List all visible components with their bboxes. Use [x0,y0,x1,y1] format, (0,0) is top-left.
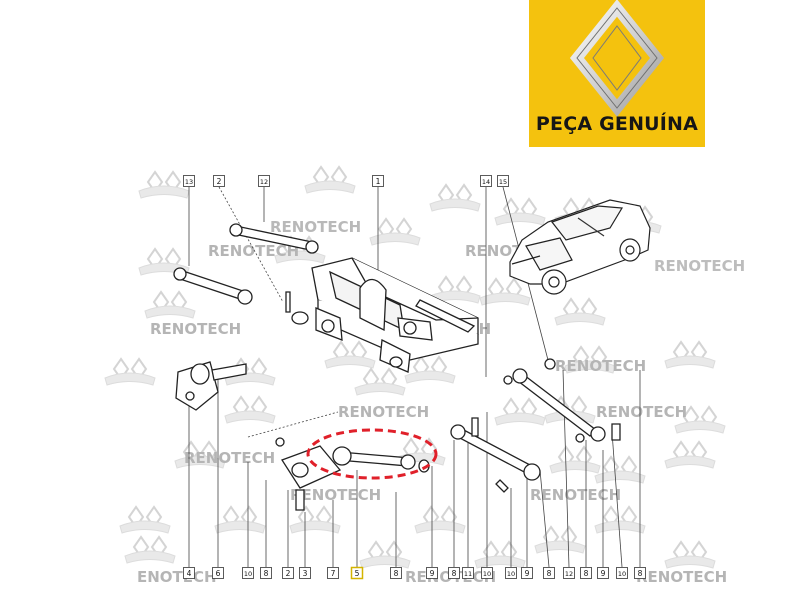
callout-9: 9 [521,567,533,579]
callout-label: 5 [355,569,360,578]
callout-label: 12 [565,570,573,578]
subframe-line-art [173,223,621,511]
callout-label: 8 [452,569,457,578]
callout-label: 4 [187,569,192,578]
callouts-top: 13 2 12 1 14 15 [183,175,509,187]
callout-label: 8 [394,569,399,578]
callout-label: 3 [303,569,308,578]
callout-10: 10 [481,567,493,579]
callout-7: 7 [327,567,339,579]
callout-9: 9 [597,567,609,579]
badge-text: PEÇA GENUÍNA [535,113,699,135]
watermark-text: RENOTECH [596,403,687,421]
callout-1: 1 [372,175,384,187]
callout-label: 10 [244,570,252,578]
watermark-text: RENOTECH [290,486,381,504]
watermark-text: RENOTECH [270,218,361,236]
callout-8: 8 [390,567,402,579]
car-thumbnail [509,199,651,295]
callout-label: 13 [185,178,193,186]
callout-11: 11 [462,567,474,579]
watermark-text: RENOTECH [636,568,727,586]
watermark-text: RENOTECH [654,257,745,275]
renault-diamond-logo-icon [569,0,665,117]
callouts-bottom: 4 6 10 8 2 3 7 5 8 9 8 11 10 10 9 8 12 8 9 10 8 [183,566,646,580]
watermark-text: RENOTECH [338,403,429,421]
callout-10: 10 [505,567,517,579]
callout-label: 10 [507,570,515,578]
callout-label: 6 [216,569,221,578]
callout-14: 14 [480,175,492,187]
callout-12: 12 [563,567,575,579]
watermark-text: RENOTECH [530,486,621,504]
callout-label: 10 [618,570,626,578]
callout-2: 2 [282,567,294,579]
callout-label: 8 [264,569,269,578]
callout-6: 6 [212,567,224,579]
callout-label: 1 [376,177,381,186]
callout-label: 14 [482,178,490,186]
callout-2: 2 [213,175,225,187]
callout-label: 11 [464,570,472,578]
callout-label: 2 [286,569,291,578]
callout-label: 7 [331,569,336,578]
callout-3: 3 [299,567,311,579]
callout-label: 8 [584,569,589,578]
callout-label: 15 [499,178,507,186]
callout-label: 9 [525,569,530,578]
callout-label: 2 [217,177,222,186]
callout-label: 8 [547,569,552,578]
callout-10: 10 [616,567,628,579]
callout-8: 8 [580,567,592,579]
callout-4: 4 [183,567,195,579]
callout-8: 8 [543,567,555,579]
callout-label: 10 [483,570,491,578]
callout-10: 10 [242,567,254,579]
callout-5: 5 [350,566,364,580]
genuine-part-badge: PEÇA GENUÍNA [529,0,705,147]
callout-label: 12 [260,178,268,186]
watermark-text: RENOTECH [208,242,299,260]
callout-15: 15 [497,175,509,187]
callout-12: 12 [258,175,270,187]
watermark-text: RENOTECH [150,320,241,338]
highlight-ellipse [306,428,438,480]
watermark-text: RENOTECH [555,357,646,375]
callout-8: 8 [448,567,460,579]
callout-8: 8 [634,567,646,579]
callout-9: 9 [426,567,438,579]
callout-8: 8 [260,567,272,579]
callout-13: 13 [183,175,195,187]
watermark-text: RENOTECH [184,449,275,467]
callout-label: 9 [601,569,606,578]
watermark-text: ENOTECH [137,568,217,586]
callout-label: 9 [430,569,435,578]
callout-label: 8 [638,569,643,578]
